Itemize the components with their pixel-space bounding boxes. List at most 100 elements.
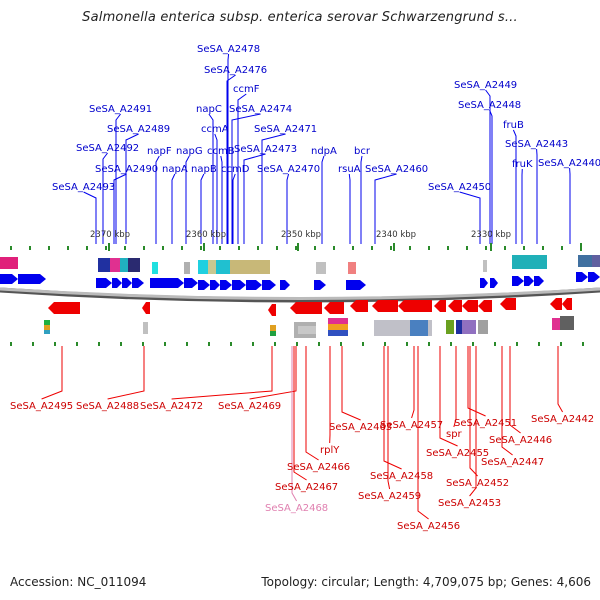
forward-gene-arrow[interactable] [314, 280, 326, 290]
gene-label-sesa_a2458[interactable]: SeSA_A2458 [370, 471, 433, 482]
forward-gene-arrow[interactable] [220, 280, 232, 290]
gene-label-sesa_a2457[interactable]: SeSA_A2457 [380, 420, 443, 431]
forward-gene-arrow[interactable] [198, 280, 210, 290]
gene-label-sesa_a2450[interactable]: SeSA_A2450 [428, 182, 491, 193]
forward-gene-arrow[interactable] [150, 278, 184, 288]
reverse-gene-arrow[interactable] [142, 302, 150, 314]
gene-label-sesa_a2471[interactable]: SeSA_A2471 [254, 124, 317, 135]
gene-label-sesa_a2446[interactable]: SeSA_A2446 [489, 435, 552, 446]
gene-label-sesa_a2473[interactable]: SeSA_A2473 [234, 144, 297, 155]
gene-label-frub[interactable]: fruB [503, 120, 524, 131]
forward-gene-arrow[interactable] [512, 276, 524, 286]
forward-gene-arrow[interactable] [490, 278, 498, 288]
gene-label-sesa_a2451[interactable]: SeSA_A2451 [454, 418, 517, 429]
forward-gene-arrow[interactable] [132, 278, 144, 288]
gene-label-sesa_a2453[interactable]: SeSA_A2453 [438, 498, 501, 509]
gene-label-napg[interactable]: napG [176, 146, 203, 157]
scale-tick [230, 342, 232, 346]
reverse-gene-arrow[interactable] [500, 298, 516, 310]
gene-label-sesa_a2491[interactable]: SeSA_A2491 [89, 104, 152, 115]
gene-label-sesa_a2476[interactable]: SeSA_A2476 [204, 65, 267, 76]
gene-label-sesa_a2467[interactable]: SeSA_A2467 [275, 482, 338, 493]
gene-label-sesa_a2442[interactable]: SeSA_A2442 [531, 414, 594, 425]
forward-gene-arrow[interactable] [346, 280, 366, 290]
gene-label-sesa_a2493[interactable]: SeSA_A2493 [52, 182, 115, 193]
gene-label-bcr[interactable]: bcr [354, 146, 371, 157]
reverse-gene-arrow[interactable] [562, 298, 572, 310]
gene-label-sesa_a2472[interactable]: SeSA_A2472 [140, 401, 203, 412]
gene-label-sesa_a2449[interactable]: SeSA_A2449 [454, 80, 517, 91]
gene-label-ccma[interactable]: ccmA [201, 124, 229, 135]
gene-label-sesa_a2452[interactable]: SeSA_A2452 [446, 478, 509, 489]
gene-label-sesa_a2478[interactable]: SeSA_A2478 [197, 44, 260, 55]
forward-gene-arrow[interactable] [122, 278, 132, 288]
gene-label-sesa_a2443[interactable]: SeSA_A2443 [505, 139, 568, 150]
label-leader-line [489, 109, 493, 244]
gene-label-sesa_a2468[interactable]: SeSA_A2468 [265, 503, 328, 514]
forward-gene-arrow[interactable] [96, 278, 112, 288]
forward-gene-arrow[interactable] [18, 274, 46, 284]
label-leader-line [286, 173, 290, 244]
gene-label-sesa_a2460[interactable]: SeSA_A2460 [365, 164, 428, 175]
forward-gene-arrow[interactable] [280, 280, 290, 290]
gene-label-sesa_a2489[interactable]: SeSA_A2489 [107, 124, 170, 135]
reverse-gene-arrow[interactable] [48, 302, 80, 314]
reverse-gene-arrow[interactable] [350, 300, 368, 312]
gene-label-sesa_a2492[interactable]: SeSA_A2492 [76, 143, 139, 154]
reverse-gene-arrow[interactable] [324, 302, 344, 314]
forward-gene-arrow[interactable] [576, 272, 588, 282]
gene-label-ccmf[interactable]: ccmF [233, 84, 260, 95]
forward-gene-arrow[interactable] [246, 280, 262, 290]
gene-label-sesa_a2469[interactable]: SeSA_A2469 [218, 401, 281, 412]
gene-label-ccmb[interactable]: ccmB [207, 146, 235, 157]
gene-label-napf[interactable]: napF [147, 146, 172, 157]
reverse-gene-arrow[interactable] [478, 300, 492, 312]
forward-gene-arrow[interactable] [262, 280, 276, 290]
gene-label-sesa_a2490[interactable]: SeSA_A2490 [95, 164, 158, 175]
scale-major-tick [203, 243, 205, 251]
gene-label-ndpa[interactable]: ndpA [311, 146, 337, 157]
forward-gene-arrow[interactable] [210, 280, 220, 290]
label-leader-line [261, 133, 286, 244]
gene-label-sesa_a2466[interactable]: SeSA_A2466 [287, 462, 350, 473]
reverse-gene-arrow[interactable] [372, 300, 398, 312]
gene-label-sesa_a2459[interactable]: SeSA_A2459 [358, 491, 421, 502]
gene-label-sesa_a2495[interactable]: SeSA_A2495 [10, 401, 73, 412]
reverse-gene-arrow[interactable] [398, 300, 432, 312]
gene-label-napc[interactable]: napC [196, 104, 222, 115]
forward-gene-arrow[interactable] [524, 276, 534, 286]
forward-gene-arrow[interactable] [480, 278, 488, 288]
gene-label-napb[interactable]: napB [191, 164, 217, 175]
reverse-gene-arrow[interactable] [434, 300, 446, 312]
gene-label-sesa_a2463[interactable]: SeSA_A2463 [329, 422, 392, 433]
reverse-gene-arrow[interactable] [268, 304, 276, 316]
gene-label-fruk[interactable]: fruK [512, 159, 533, 170]
forward-gene-arrow[interactable] [0, 274, 18, 284]
gene-label-rply[interactable]: rplY [320, 445, 340, 456]
gene-label-sesa_a2440[interactable]: SeSA_A2440 [538, 158, 600, 169]
forward-gene-arrow[interactable] [184, 278, 198, 288]
gene-label-spr[interactable]: spr [446, 429, 463, 440]
label-leader-line [459, 191, 481, 244]
gene-label-sesa_a2456[interactable]: SeSA_A2456 [397, 521, 460, 532]
reverse-gene-arrow[interactable] [448, 300, 462, 312]
label-leader-line [220, 155, 223, 244]
forward-gene-arrow[interactable] [112, 278, 122, 288]
gene-label-sesa_a2447[interactable]: SeSA_A2447 [481, 457, 544, 468]
reverse-gene-arrow[interactable] [550, 298, 562, 310]
forward-gene-arrow[interactable] [534, 276, 544, 286]
gene-label-rsua[interactable]: rsuA [338, 164, 361, 175]
forward-gene-arrow[interactable] [232, 280, 246, 290]
label-leader-line [107, 346, 145, 400]
gene-label-sesa_a2474[interactable]: SeSA_A2474 [229, 104, 292, 115]
gene-label-ccmd[interactable]: ccmD [221, 164, 250, 175]
reverse-gene-arrow[interactable] [290, 302, 322, 314]
gene-label-napa[interactable]: napA [162, 164, 188, 175]
gene-label-sesa_a2448[interactable]: SeSA_A2448 [458, 100, 521, 111]
gene-label-sesa_a2455[interactable]: SeSA_A2455 [426, 448, 489, 459]
forward-gene-arrow[interactable] [588, 272, 600, 282]
gene-label-sesa_a2470[interactable]: SeSA_A2470 [257, 164, 320, 175]
reverse-gene-arrow[interactable] [462, 300, 478, 312]
gene-label-sesa_a2488[interactable]: SeSA_A2488 [76, 401, 139, 412]
